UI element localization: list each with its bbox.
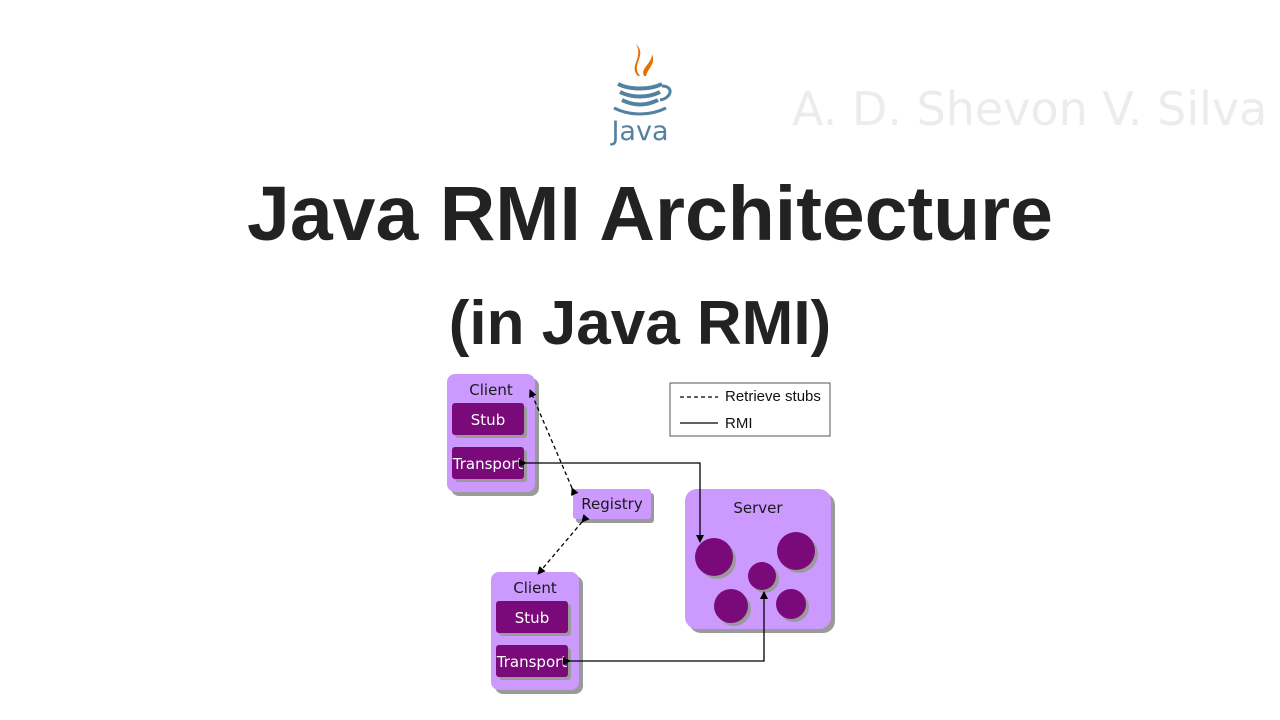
client-bottom-stub-label: Stub [515, 609, 549, 627]
client-top-stub-label: Stub [471, 411, 505, 429]
registry-label: Registry [581, 495, 643, 513]
cup-handle [659, 84, 672, 102]
legend: Retrieve stubs RMI [669, 382, 831, 437]
client-bottom-transport: Transport [496, 645, 571, 680]
server-box: Server [685, 489, 835, 633]
steam-flame-left [634, 44, 641, 76]
author-watermark: A. D. Shevon V. Silva [792, 82, 1268, 136]
client-bottom-label: Client [513, 579, 557, 597]
client-bottom-transport-label: Transport [496, 653, 568, 671]
client-top-label: Client [469, 381, 513, 399]
server-label: Server [733, 499, 783, 517]
client-top-transport-label: Transport [452, 455, 524, 473]
legend-dashed-label: Retrieve stubs [725, 388, 821, 405]
cup-base [613, 106, 667, 116]
slide-title: Java RMI Architecture [247, 171, 1053, 257]
steam-flame-right [643, 54, 654, 76]
rmi-arrow-bottom [563, 591, 768, 665]
java-logo-text: Java [609, 116, 668, 147]
java-logo: Java [609, 44, 672, 147]
client-top-transport: Transport [452, 447, 527, 482]
cup-line-1 [617, 82, 663, 91]
retrieve-stub-arrow-bottom [537, 514, 590, 575]
cup-line-3 [621, 98, 659, 107]
client-bottom-stub: Stub [496, 601, 571, 636]
cup-line-2 [619, 90, 661, 99]
legend-solid-label: RMI [725, 415, 753, 432]
client-top-stub: Stub [452, 403, 527, 438]
registry-box: Registry [573, 489, 654, 523]
slide-subtitle: (in Java RMI) [448, 289, 832, 358]
client-bottom-box: Client Stub Transport [491, 572, 583, 694]
rmi-arrow-top [519, 459, 704, 543]
client-top-box: Client Stub Transport [447, 374, 539, 496]
